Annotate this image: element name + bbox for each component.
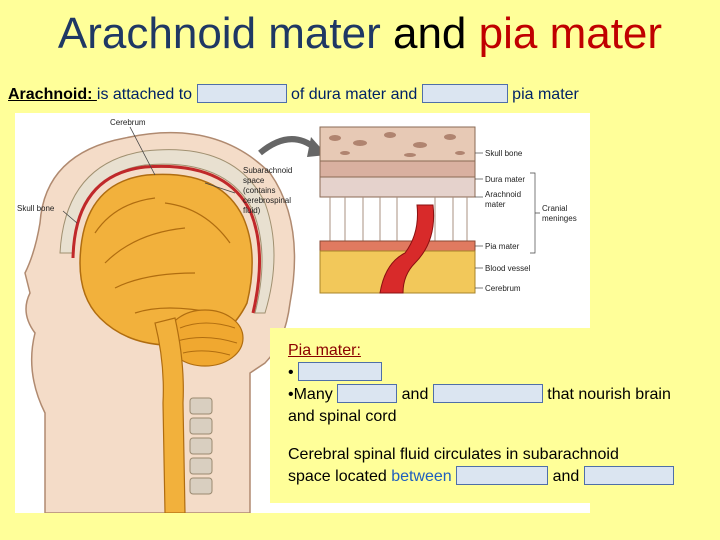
label-blood: Blood vessel [485, 264, 531, 273]
brain-folds [94, 197, 231, 314]
spinal-cord [154, 317, 186, 513]
arachnoid-label: Arachnoid: [8, 86, 97, 103]
label-arachnoid-1: Arachnoid [485, 190, 521, 199]
pia-heading: Pia mater: [288, 342, 361, 359]
pia-bullet-2d: and spinal cord [288, 408, 397, 425]
blank-box [583, 466, 674, 485]
label-arachnoid-2: mater [485, 200, 506, 209]
label-cranial-1: Cranial [542, 204, 568, 213]
meninges-block [319, 126, 476, 294]
cerebellum-folds [176, 322, 238, 356]
title-arachnoid: Arachnoid mater [57, 9, 381, 58]
csf-between: between [391, 468, 452, 485]
pia-bullet-1: • [288, 364, 294, 381]
title-and: and [392, 9, 467, 58]
anatomy-illustration: Cerebrum Skull bone Subarachnoid space (… [17, 118, 577, 513]
blood-vessel-shape [379, 204, 435, 294]
vertebrae [189, 397, 213, 495]
pia-bullet-2b: and [401, 386, 429, 403]
skull-bone [59, 149, 275, 314]
arachnoid-text-3: pia mater [512, 86, 579, 103]
arachnoid-text-1: is attached to [96, 86, 193, 103]
label-subarachnoid-1: Subarachnoid [243, 166, 292, 175]
dura-line [71, 164, 262, 314]
blank-box [421, 84, 508, 103]
blank-box [432, 384, 543, 403]
title-pia: pia mater [478, 9, 663, 58]
blank-box [337, 384, 398, 403]
label-pia: Pia mater [485, 242, 520, 251]
arachnoid-line: Arachnoid: is attached to of dura mater … [8, 84, 579, 104]
blank-box [196, 84, 287, 103]
zoom-arrow [258, 136, 317, 156]
blank-box [456, 466, 549, 485]
label-subarachnoid-5: fluid) [243, 206, 261, 215]
right-pointer-lines [475, 152, 540, 289]
label-skull-left: Skull bone [17, 204, 55, 213]
label-skull-right: Skull bone [485, 149, 523, 158]
page-title: Arachnoid mater and pia mater [0, 8, 720, 60]
csf-line-2a: space located [288, 468, 387, 485]
cerebrum-shape [79, 173, 253, 346]
blank-box [298, 362, 383, 381]
pia-bullet-2a: •Many [288, 386, 333, 403]
label-dura: Dura mater [485, 175, 525, 184]
pointer-lines [62, 126, 236, 224]
label-subarachnoid-2: space [243, 176, 265, 185]
arachnoid-text-2: of dura mater and [290, 86, 418, 103]
label-cerebrum-right: Cerebrum [485, 284, 521, 293]
pia-mater-notes: Pia mater: • •Many and that nourish brai… [270, 328, 700, 503]
pia-bullet-2c: that nourish brain [547, 386, 671, 403]
csf-line-1: Cerebral spinal fluid circulates in suba… [288, 446, 619, 463]
csf-and: and [552, 468, 580, 485]
label-cerebrum-top: Cerebrum [110, 118, 146, 127]
label-cranial-2: meninges [542, 214, 577, 223]
label-subarachnoid-4: cerebrospinal [243, 196, 291, 205]
label-subarachnoid-3: (contains [243, 186, 275, 195]
